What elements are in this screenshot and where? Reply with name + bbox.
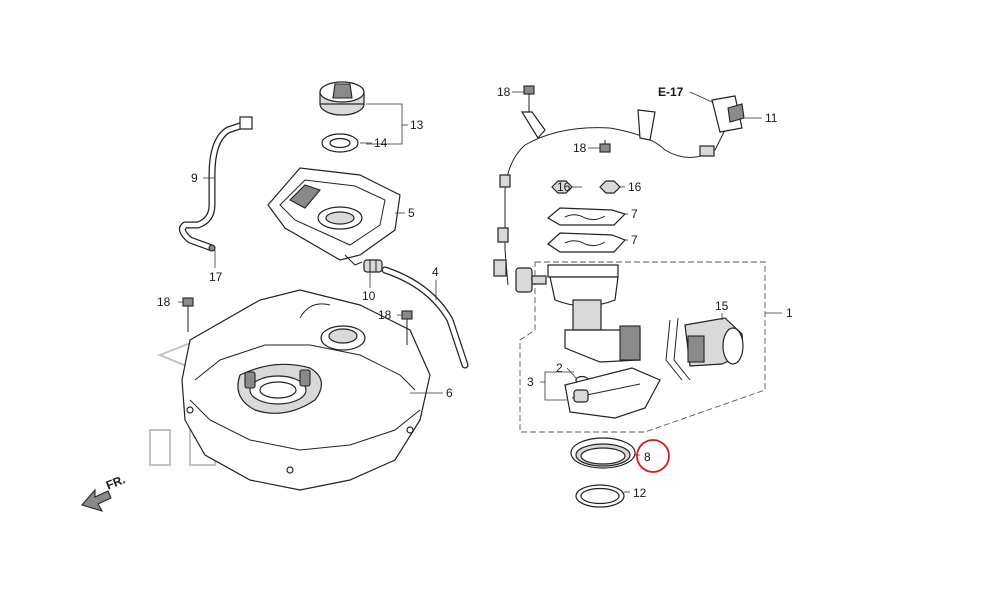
pump-o-ring[interactable] bbox=[575, 484, 625, 508]
label-8[interactable]: 8 bbox=[644, 450, 651, 464]
label-16-left[interactable]: 16 bbox=[557, 180, 571, 194]
fuel-strainer[interactable] bbox=[564, 367, 661, 419]
label-16-right[interactable]: 16 bbox=[628, 180, 642, 194]
setting-plate-upper[interactable] bbox=[546, 207, 627, 226]
setting-plate-lower[interactable] bbox=[547, 232, 627, 253]
label-18-right[interactable]: 18 bbox=[378, 308, 392, 322]
front-direction-arrow: FR. bbox=[81, 472, 127, 512]
leader-lines bbox=[178, 91, 782, 493]
label-1[interactable]: 1 bbox=[786, 306, 793, 320]
label-5[interactable]: 5 bbox=[408, 206, 415, 220]
label-ref-e17[interactable]: E-17 bbox=[658, 85, 684, 99]
tank-tray[interactable] bbox=[267, 167, 401, 266]
fuel-filler-cap[interactable] bbox=[319, 81, 365, 116]
label-9[interactable]: 9 bbox=[191, 171, 198, 185]
label-6[interactable]: 6 bbox=[446, 386, 453, 400]
label-7-upper[interactable]: 7 bbox=[631, 207, 638, 221]
label-4[interactable]: 4 bbox=[432, 265, 439, 279]
fuel-pump-harness[interactable] bbox=[493, 95, 745, 286]
pump-seal-ring[interactable] bbox=[570, 437, 636, 469]
bolt-top-bracket[interactable] bbox=[523, 85, 535, 112]
label-2[interactable]: 2 bbox=[556, 361, 563, 375]
label-18-top[interactable]: 18 bbox=[497, 85, 511, 99]
label-3[interactable]: 3 bbox=[527, 375, 534, 389]
tube-joint[interactable] bbox=[363, 259, 383, 273]
fuel-pump-body[interactable] bbox=[515, 264, 641, 363]
label-12[interactable]: 12 bbox=[633, 486, 647, 500]
label-17[interactable]: 17 bbox=[209, 270, 223, 284]
label-14[interactable]: 14 bbox=[374, 136, 388, 150]
bolt-left[interactable] bbox=[182, 297, 194, 332]
label-10[interactable]: 10 bbox=[362, 289, 376, 303]
fuel-level-sensor[interactable] bbox=[665, 317, 744, 381]
nut-right[interactable] bbox=[599, 180, 621, 194]
label-11[interactable]: 11 bbox=[765, 111, 778, 125]
part-labels: 13 14 5 9 17 10 4 6 18 18 18 18 16 16 7 … bbox=[157, 85, 793, 500]
highlight-circle bbox=[636, 439, 670, 473]
label-15[interactable]: 15 bbox=[715, 299, 729, 313]
front-label: FR. bbox=[104, 472, 127, 492]
bolt-wire-bracket[interactable] bbox=[599, 140, 611, 153]
breather-hose[interactable] bbox=[178, 116, 253, 252]
label-18-harness[interactable]: 18 bbox=[573, 141, 587, 155]
cap-gasket[interactable] bbox=[321, 133, 359, 153]
label-13[interactable]: 13 bbox=[410, 118, 424, 132]
fuel-tank[interactable] bbox=[181, 289, 431, 491]
drain-tube[interactable] bbox=[381, 266, 469, 369]
label-7-lower[interactable]: 7 bbox=[631, 233, 638, 247]
label-18-left[interactable]: 18 bbox=[157, 295, 171, 309]
